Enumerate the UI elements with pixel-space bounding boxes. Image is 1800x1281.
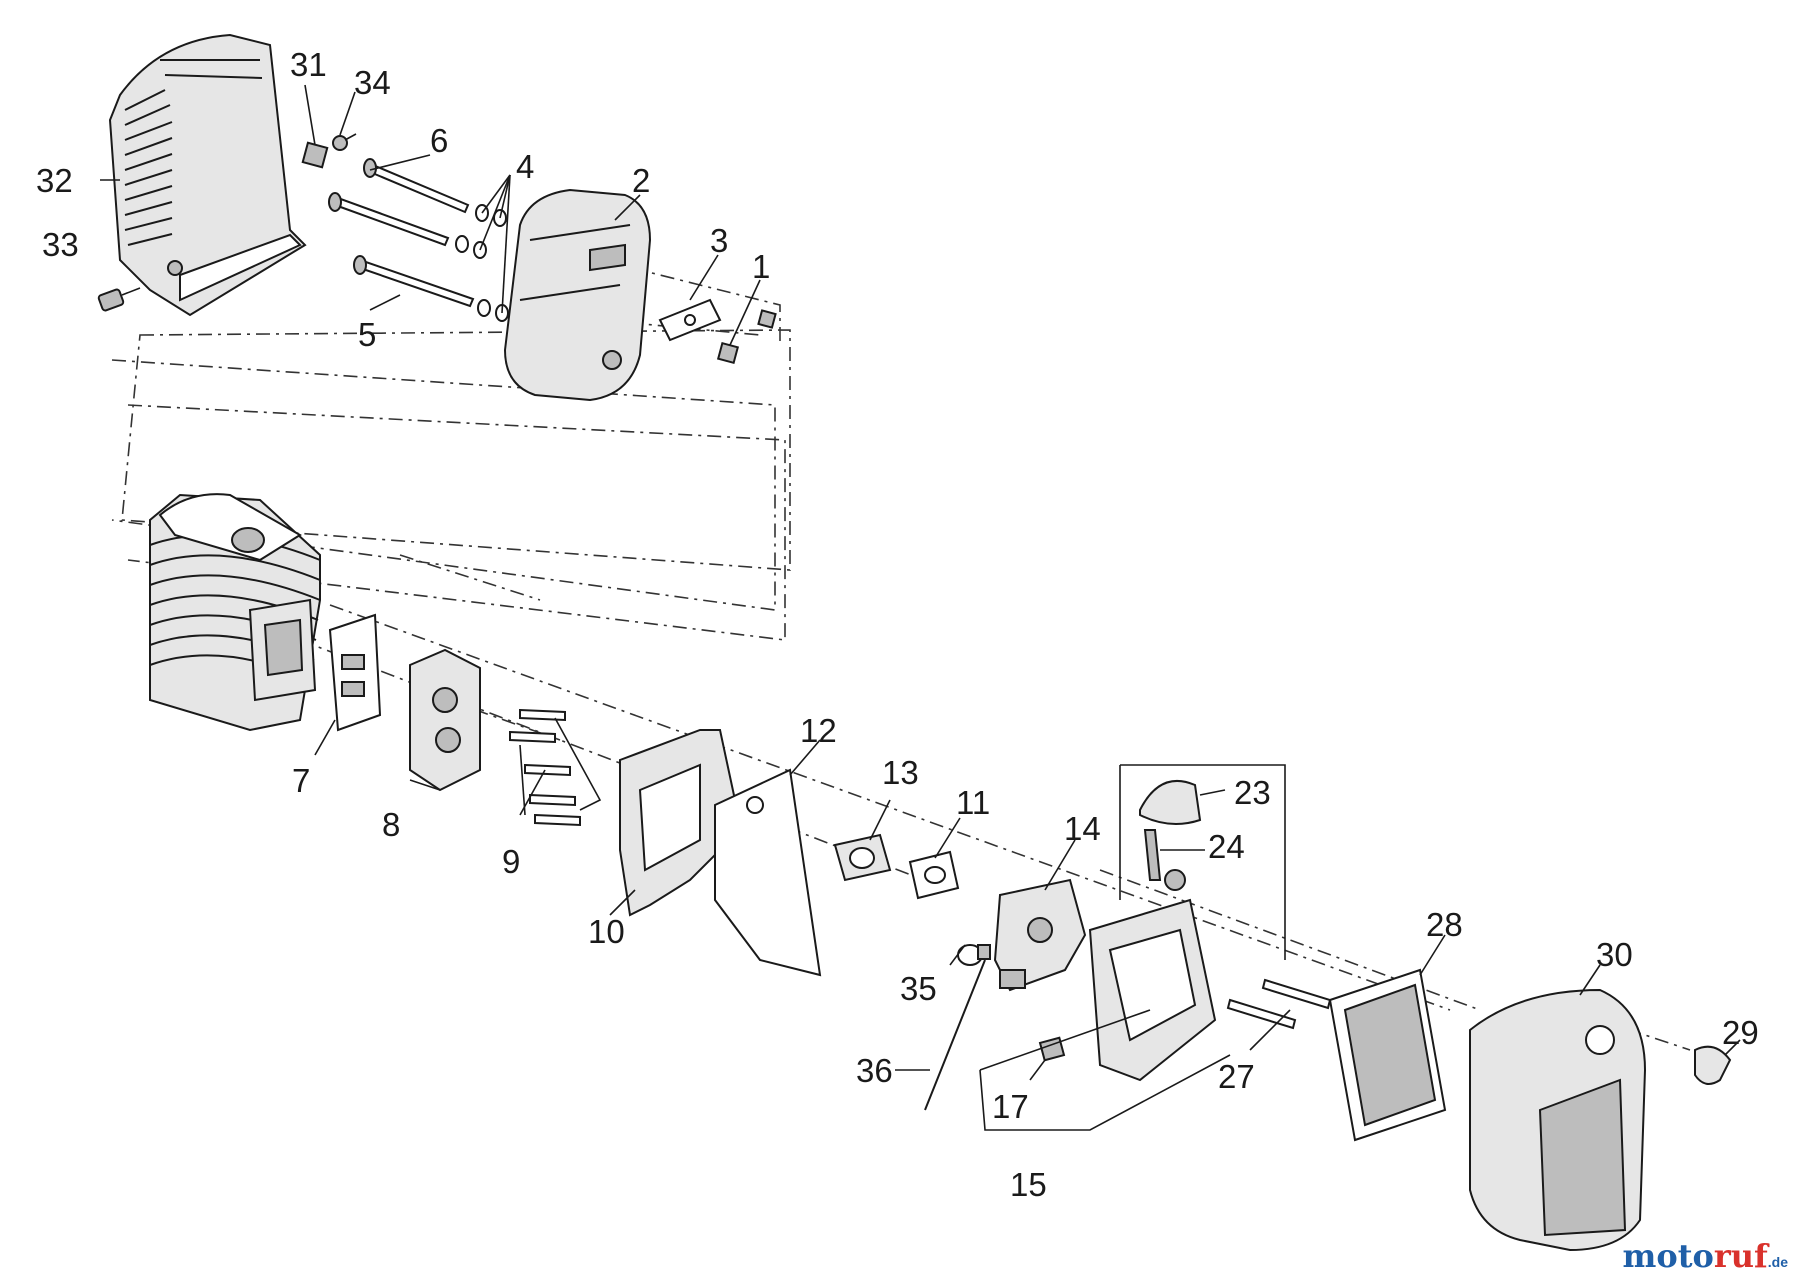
callout-10: 10 (588, 913, 625, 950)
callout-labels: 1 2 3 4 5 6 7 8 9 10 11 12 13 14 15 17 2… (36, 46, 1759, 1203)
part-33-screw (97, 287, 141, 312)
callout-33: 33 (42, 226, 79, 263)
group-bracket-9 (554, 717, 602, 811)
part-11-gasket (908, 850, 960, 900)
callout-6: 6 (430, 122, 448, 159)
callout-27: 27 (1218, 1058, 1255, 1095)
callout-36: 36 (856, 1052, 893, 1089)
callout-23: 23 (1234, 774, 1271, 811)
callout-2: 2 (632, 162, 650, 199)
part-23-primer-bulb (1139, 780, 1202, 825)
callout-7: 7 (292, 762, 310, 799)
part-5-bolt (353, 255, 475, 308)
part-7-gasket (328, 613, 382, 732)
callout-30: 30 (1596, 936, 1633, 973)
part-10-bracket (619, 729, 737, 917)
part-32-cylinder-shroud (108, 33, 307, 317)
callout-31: 31 (290, 46, 327, 83)
part-31-nut (301, 141, 329, 169)
callout-14: 14 (1064, 810, 1101, 847)
part-36-rod (924, 944, 991, 1111)
watermark-part1: moto (1622, 1237, 1714, 1275)
callout-35: 35 (900, 970, 937, 1007)
part-17-plug (1038, 1036, 1066, 1062)
group-bracket-15 (979, 764, 1286, 1131)
callout-32: 32 (36, 162, 73, 199)
part-24-fuel-tube (1143, 829, 1162, 881)
callout-17: 17 (992, 1088, 1029, 1125)
callout-34: 34 (354, 64, 391, 101)
part-3-gasket (658, 298, 722, 342)
callout-28: 28 (1426, 906, 1463, 943)
callout-8: 8 (382, 806, 400, 843)
callout-11: 11 (956, 784, 990, 821)
part-6-bolts (328, 158, 470, 247)
part-8-insulator (409, 648, 481, 792)
watermark-part2: ruf (1713, 1237, 1768, 1275)
callout-4: 4 (516, 148, 534, 185)
part-30-filter-cover (1469, 988, 1647, 1252)
leader-lines (100, 84, 1741, 1081)
part-14-carburetor (993, 878, 1087, 992)
part-29-knob (1694, 1045, 1732, 1085)
part-9-screws (509, 708, 581, 827)
callout-24: 24 (1208, 828, 1245, 865)
engine-cylinder (149, 493, 321, 732)
part-2-muffler (503, 188, 652, 402)
part-15-filter-base (1088, 869, 1217, 1082)
part-13-spacer (833, 833, 892, 882)
watermark-suffix: .de (1767, 1254, 1788, 1270)
watermark-logo: motoruf.de (1623, 1237, 1788, 1275)
callout-3: 3 (710, 222, 728, 259)
part-4-washers (455, 204, 509, 322)
callout-5: 5 (358, 316, 376, 353)
callout-15: 15 (1010, 1166, 1047, 1203)
callout-9: 9 (502, 843, 520, 880)
callout-12: 12 (800, 712, 837, 749)
callout-1: 1 (752, 248, 770, 285)
part-1-nuts (716, 309, 777, 365)
part-12-gasket (714, 768, 822, 977)
callout-13: 13 (882, 754, 919, 791)
part-34-screw (332, 133, 357, 151)
part-28-air-filter (1328, 968, 1447, 1142)
callout-29: 29 (1722, 1014, 1759, 1051)
